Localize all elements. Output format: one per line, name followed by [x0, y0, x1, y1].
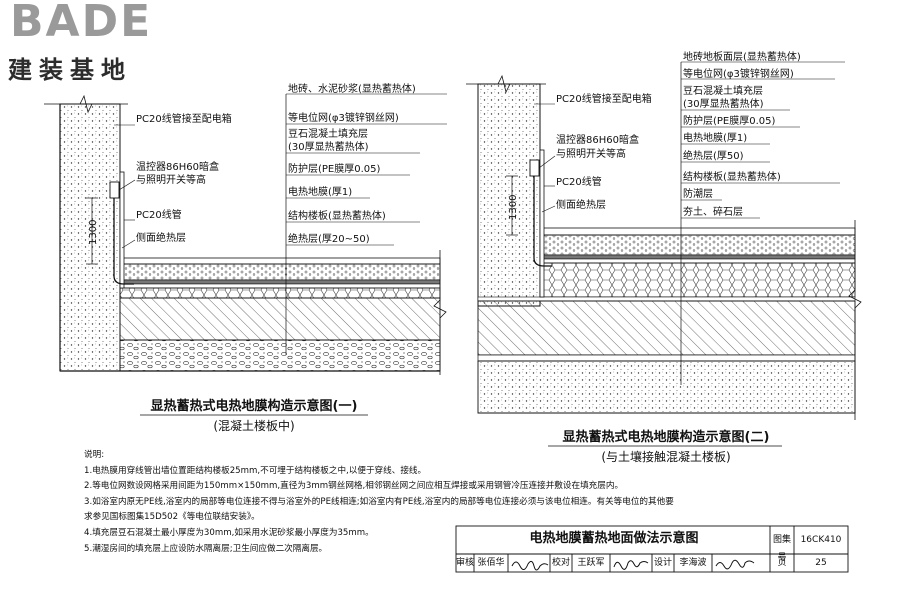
- d1-layer-7: 结构楼板(显热蓄热体): [288, 209, 386, 222]
- d1-layer-6: 电热地膜(厚1): [288, 185, 352, 198]
- reviewer-name: 张佰华: [477, 558, 505, 568]
- d2-thermostat-label-1: 温控器86H60暗盒: [556, 133, 639, 146]
- note-3: 3.如浴室内原无PE线,浴室内的局部等电位连接不得与浴室外的PE线相连;如浴室内…: [84, 496, 674, 507]
- atlas-number: 16CK410: [800, 535, 842, 545]
- signatures: [511, 559, 755, 571]
- title-block-grid: [455, 525, 849, 573]
- checker-name: 王跃军: [577, 558, 605, 568]
- d2-conduit-box-label: PC20线管接至配电箱: [556, 92, 652, 105]
- notes: 说明: 1.电热膜用穿线管出墙位置距结构楼板25mm,不可埋于结构楼板之中,以便…: [84, 448, 784, 557]
- logo-word: BADE: [10, 0, 153, 47]
- d1-dimension: 1300: [88, 220, 99, 245]
- d1-layer-8: 绝热层(厚20~50): [288, 232, 370, 245]
- d1-conduit-label: PC20线管: [136, 208, 182, 221]
- note-1: 1.电热膜用穿线管出墙位置距结构楼板25mm,不可埋于结构楼板之中,以便于穿线、…: [84, 465, 427, 476]
- d2-side-insulation-label: 侧面绝热层: [556, 198, 606, 211]
- d2-layer-5: 防护层(PE膜厚0.05): [683, 114, 776, 127]
- d2-layer-4: (30厚显热蓄热体): [683, 97, 764, 110]
- check-label: 校对: [551, 558, 570, 568]
- d2-layer-6: 电热地膜(厚1): [683, 131, 747, 144]
- notes-heading: 说明:: [84, 450, 105, 460]
- d2-title: 显热蓄热式电热地膜构造示意图(二): [563, 429, 770, 445]
- d1-thermostat-label-1: 温控器86H60暗盒: [136, 160, 219, 173]
- d2-dimension: 1300: [508, 195, 519, 220]
- d2-layer-7: 绝热层(厚50): [683, 149, 744, 162]
- d2-layer-3: 豆石混凝土填充层: [683, 84, 763, 97]
- d1-thermostat-label-2: 与照明开关等高: [136, 173, 206, 186]
- note-2: 2.等电位网数设网格采用间距为150mm×150mm,直径为3mm钢丝网格,相邻…: [84, 481, 624, 492]
- d1-layer-1: 地砖、水泥砂浆(显热蓄热体): [288, 82, 416, 95]
- d1-title: 显热蓄热式电热地膜构造示意图(一): [151, 398, 358, 414]
- drawing-title: 电热地膜蓄热地面做法示意图: [529, 531, 699, 546]
- d2-layer-9: 防潮层: [683, 187, 713, 200]
- atlas-label: 图集号: [772, 535, 791, 563]
- diagram-1: 1300 PC20线管接至配电箱 温控器86H60暗盒 与照明开关等高 PC20…: [44, 82, 447, 433]
- logo: BADE 建装基地: [6, 0, 186, 84]
- d2-subtitle: (与土壤接触混凝土楼板): [601, 449, 730, 464]
- d2-layer-2: 等电位网(φ3镀锌钢丝网): [683, 67, 794, 80]
- d2-layer-8: 结构楼板(显热蓄热体): [683, 170, 781, 183]
- d1-layer-3: 豆石混凝土填充层: [288, 127, 368, 140]
- page-number: 25: [815, 558, 827, 568]
- note-3-continued: 求参见国标图集15D502《等电位联结安装》。: [84, 512, 260, 523]
- d2-layer-10: 夯土、碎石层: [683, 205, 743, 218]
- d2-conduit-label: PC20线管: [556, 175, 602, 188]
- logo-subtitle: 建装基地: [8, 56, 132, 84]
- designer-name: 李海波: [679, 558, 707, 568]
- d1-subtitle: (混凝土楼板中): [213, 418, 294, 433]
- note-4: 4.填充层豆石混凝土最小厚度为30mm,如采用水泥砂浆最小厚度为35mm。: [84, 527, 374, 538]
- diagram-2: 1300 PC20线管接至配电箱 温控器86H60暗盒 与照明开关等高 PC20…: [466, 50, 862, 464]
- d2-thermostat-label-2: 与照明开关等高: [556, 147, 626, 160]
- d2-layer-1: 地砖地板面层(显热蓄热体): [683, 50, 801, 63]
- review-label: 审核: [456, 558, 475, 568]
- note-5: 5.潮湿房间的填充层上应设防水隔离层;卫生间应做二次隔离层。: [84, 543, 328, 554]
- d1-layer-4: (30厚显热蓄热体): [288, 140, 369, 153]
- d1-side-insulation-label: 侧面绝热层: [136, 231, 186, 244]
- d1-conduit-box-label: PC20线管接至配电箱: [136, 112, 232, 125]
- page-label: 页: [777, 558, 787, 568]
- d1-layer-2: 等电位网(φ3镀锌钢丝网): [288, 111, 399, 124]
- d1-layer-5: 防护层(PE膜厚0.05): [288, 162, 381, 175]
- design-label: 设计: [653, 558, 672, 568]
